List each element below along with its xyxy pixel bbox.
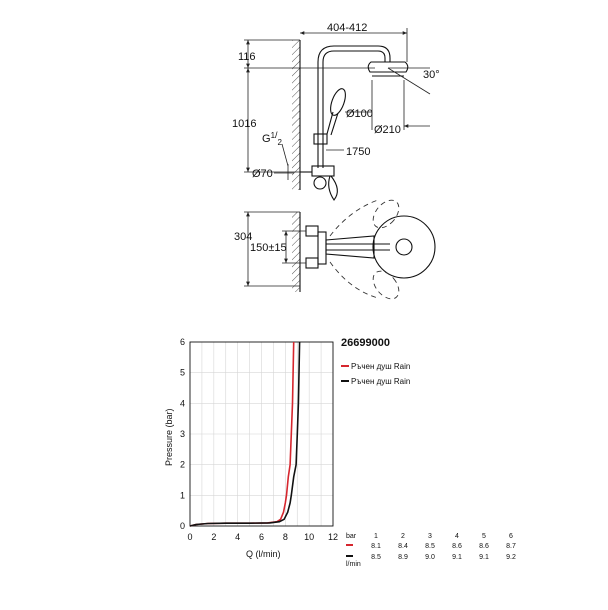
hand-ghost-bottom bbox=[372, 270, 400, 300]
table-cell: 8.9 bbox=[398, 554, 408, 561]
chart-xlabel: Q (l/min) bbox=[246, 549, 281, 559]
thermostat-knob bbox=[313, 176, 327, 190]
table-cells: 1 2 3 4 5 6 8.1 8.4 8.5 8.6 8.6 8.7 8.5 8.9 9.0 9.1 9.1 9… bbox=[371, 533, 516, 561]
hand-shower-handle-b bbox=[330, 112, 339, 136]
thermostat-bar bbox=[317, 231, 327, 265]
hand-shower-handle-a bbox=[326, 111, 334, 135]
arm-pipe bbox=[317, 45, 391, 63]
table-column-header: 2 bbox=[401, 533, 405, 540]
hand-shower-wedge bbox=[325, 235, 375, 259]
arm-pipe-inner bbox=[322, 50, 386, 63]
dim-150-label: 150±15 bbox=[250, 242, 287, 254]
table-cell: 8.6 bbox=[452, 543, 462, 550]
dim-304-label: 304 bbox=[234, 231, 252, 243]
table-cell: 9.1 bbox=[452, 554, 462, 561]
dim-116-label: 116 bbox=[238, 51, 256, 63]
x-tick-label: 0 bbox=[187, 532, 192, 542]
table-cell: 8.5 bbox=[371, 554, 381, 561]
table-column-header: 1 bbox=[374, 533, 378, 540]
dim-width-label: 404-412 bbox=[327, 22, 367, 34]
table-cell: 9.1 bbox=[479, 554, 489, 561]
y-tick-label: 5 bbox=[180, 368, 185, 378]
hand-shower-head bbox=[330, 88, 346, 116]
head-shower-side bbox=[367, 61, 409, 73]
wall-hatch-top bbox=[292, 212, 300, 292]
table-unit-label: l/min bbox=[346, 561, 361, 568]
top-view-drawing: 304 150±15 bbox=[234, 199, 436, 300]
angle-label: 30° bbox=[423, 69, 440, 81]
y-tick-label: 2 bbox=[180, 460, 185, 470]
head-shower-hub bbox=[395, 238, 413, 256]
x-tick-label: 4 bbox=[235, 532, 240, 542]
y-tick-label: 1 bbox=[180, 490, 185, 500]
table-cell: 8.4 bbox=[398, 543, 408, 550]
table-cell: 8.5 bbox=[425, 543, 435, 550]
y-tick-label: 4 bbox=[180, 398, 185, 408]
wall-hatch bbox=[292, 40, 300, 190]
angle-line-a bbox=[387, 67, 431, 95]
table-column-header: 5 bbox=[482, 533, 486, 540]
hand-ghost-top bbox=[372, 199, 400, 229]
series-line-2 bbox=[189, 341, 301, 527]
x-tick-label: 8 bbox=[283, 532, 288, 542]
chart-legend: Ръчен душ Rain Ръчен душ Rain bbox=[341, 362, 410, 386]
hand-diam-label: Ø100 bbox=[346, 108, 373, 120]
thread-label: G1/2 bbox=[262, 130, 283, 147]
hand-swing-top bbox=[329, 199, 379, 237]
thread-leader bbox=[281, 143, 289, 167]
y-tick-label: 3 bbox=[180, 429, 185, 439]
hand-swing-bottom bbox=[329, 261, 379, 299]
x-tick-label: 2 bbox=[211, 532, 216, 542]
legend-label-red: Ръчен душ Rain bbox=[351, 362, 410, 371]
connector-bottom bbox=[305, 257, 319, 269]
x-tick-label: 12 bbox=[328, 532, 338, 542]
head-shower-circle bbox=[372, 215, 436, 279]
table-cell: 8.7 bbox=[506, 543, 516, 550]
table-cell: 9.2 bbox=[506, 554, 516, 561]
y-tick-label: 0 bbox=[180, 521, 185, 531]
legend-label-black: Ръчен душ Rain bbox=[351, 377, 410, 386]
table-header-label: bar bbox=[346, 533, 357, 540]
x-tick-label: 10 bbox=[304, 532, 314, 542]
chart-grid bbox=[190, 342, 333, 526]
y-tick-label: 6 bbox=[180, 337, 185, 347]
connector-top bbox=[305, 225, 319, 237]
hose-length-label: 1750 bbox=[346, 146, 370, 158]
chart-series bbox=[189, 341, 301, 527]
chart-ylabel: Pressure (bar) bbox=[164, 408, 174, 466]
chart-title: 26699000 bbox=[341, 337, 390, 349]
dim-1016-label: 1016 bbox=[232, 118, 256, 130]
side-view-drawing: 30° 404-412 116 1016 G1/2 Ø70 Ø100 bbox=[232, 22, 440, 201]
slider-holder bbox=[313, 133, 328, 145]
flange-diam-label: Ø70 bbox=[252, 168, 273, 180]
flow-table: bar l/min 1 2 3 4 5 6 8.1 8.4 8.5 8.6 8.6 8.7 8.5 8.9… bbox=[346, 533, 516, 568]
table-cell: 8.1 bbox=[371, 543, 381, 550]
thermostat-body bbox=[311, 165, 335, 177]
table-cell: 9.0 bbox=[425, 554, 435, 561]
hose bbox=[328, 175, 338, 201]
table-cell: 8.6 bbox=[479, 543, 489, 550]
table-column-header: 6 bbox=[509, 533, 513, 540]
table-column-header: 4 bbox=[455, 533, 459, 540]
head-diam-label: Ø210 bbox=[374, 124, 401, 136]
chart-frame bbox=[189, 341, 334, 527]
table-column-header: 3 bbox=[428, 533, 432, 540]
x-tick-label: 6 bbox=[259, 532, 264, 542]
